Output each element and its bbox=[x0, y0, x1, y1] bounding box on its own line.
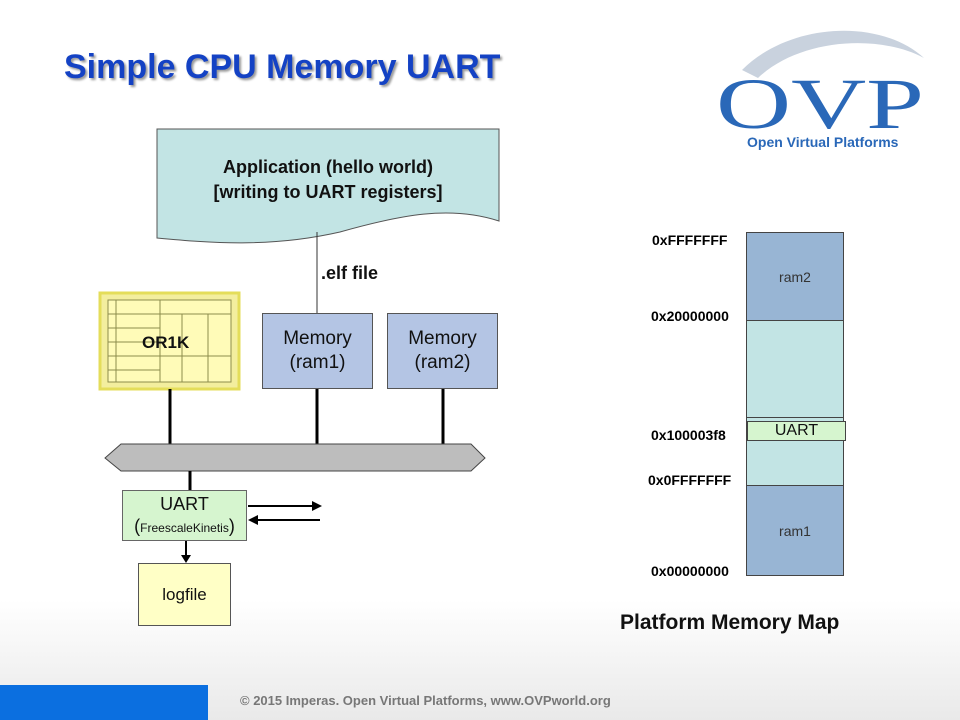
memory-ram1-box: Memory (ram1) bbox=[262, 313, 373, 389]
address-bottom: 0x00000000 bbox=[651, 563, 729, 579]
memory-map-ram1: ram1 bbox=[746, 485, 844, 576]
uart-log-head bbox=[181, 555, 191, 563]
address-uart-start: 0x100003f8 bbox=[651, 427, 726, 443]
uart-model-line: (FreescaleKinetis) bbox=[134, 515, 235, 539]
cpu-label: OR1K bbox=[142, 333, 190, 352]
memory-map-uart: UART bbox=[747, 421, 846, 441]
memory-ram2-line-1: Memory bbox=[408, 328, 477, 349]
address-ram2-start: 0x20000000 bbox=[651, 308, 729, 324]
memory-ram1-line-1: Memory bbox=[283, 328, 352, 349]
uart-box: UART (FreescaleKinetis) bbox=[122, 490, 247, 541]
memory-map-free-upper bbox=[746, 320, 844, 418]
logo-tagline: Open Virtual Platforms bbox=[747, 134, 899, 150]
footer-copyright: © 2015 Imperas. Open Virtual Platforms, … bbox=[240, 693, 611, 708]
uart-label: UART bbox=[160, 493, 209, 514]
memory-ram1-line-2: (ram1) bbox=[289, 352, 346, 373]
memory-map-ram1-label: ram1 bbox=[779, 522, 811, 539]
memory-map-ram2-label: ram2 bbox=[779, 268, 811, 285]
uart-close-paren: ) bbox=[228, 515, 235, 536]
logfile-label: logfile bbox=[162, 584, 207, 604]
memory-map-ram2: ram2 bbox=[746, 232, 844, 321]
memory-ram2-box: Memory (ram2) bbox=[387, 313, 498, 389]
memory-ram2-line-2: (ram2) bbox=[414, 352, 471, 373]
footer-accent-bar bbox=[0, 685, 208, 720]
application-line-1: Application (hello world) bbox=[223, 157, 433, 177]
uart-open-paren: ( bbox=[134, 515, 141, 536]
memory-map-uart-label: UART bbox=[774, 422, 819, 439]
slide-title: Simple CPU Memory UART bbox=[64, 48, 501, 86]
logo-letters: OVP bbox=[716, 64, 924, 144]
uart-model-label: FreescaleKinetis bbox=[140, 520, 229, 535]
application-label: Application (hello world) [writing to UA… bbox=[157, 150, 499, 210]
elf-file-label: .elf file bbox=[321, 263, 379, 283]
uart-tx-head bbox=[312, 501, 322, 511]
uart-rx-head bbox=[248, 515, 258, 525]
logfile-box: logfile bbox=[138, 563, 231, 626]
application-line-2: [writing to UART registers] bbox=[213, 182, 443, 202]
address-ram1-end: 0x0FFFFFFF bbox=[648, 472, 732, 488]
logo-swoosh bbox=[742, 30, 924, 78]
system-bus bbox=[104, 443, 486, 472]
address-top: 0xFFFFFFF bbox=[652, 232, 728, 248]
memory-map-title: Platform Memory Map bbox=[620, 611, 840, 634]
